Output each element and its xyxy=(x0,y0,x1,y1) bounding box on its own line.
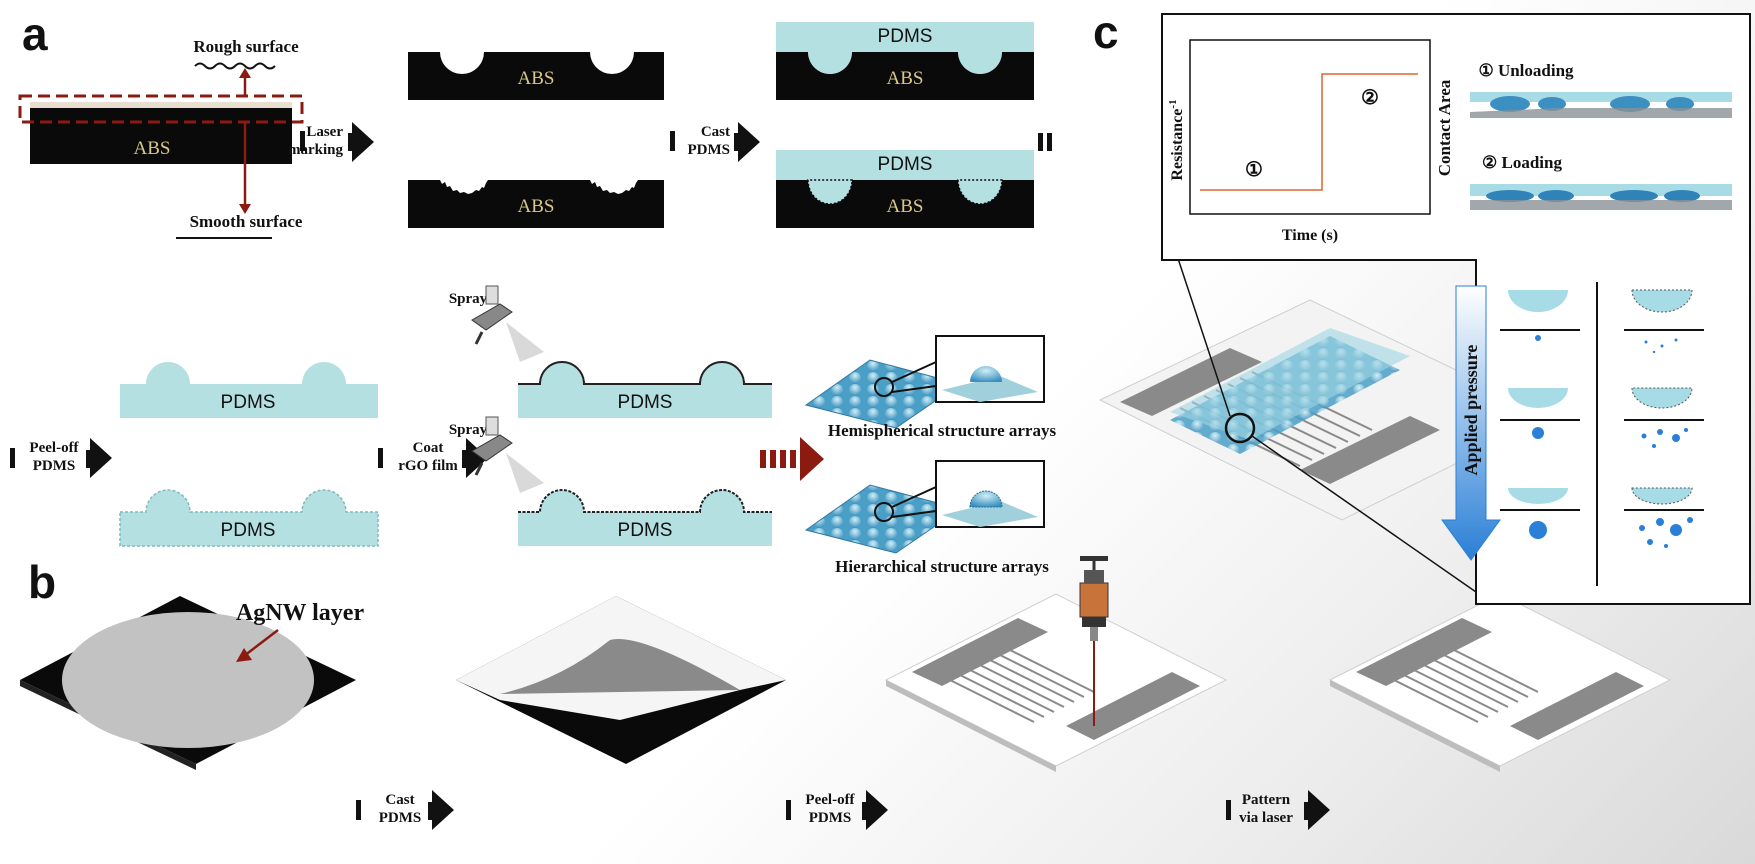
marker-1: ① xyxy=(1245,159,1263,181)
contact-unloading: ① Unloading xyxy=(1470,61,1732,118)
step-arrow-coat-rgo: Coat rGO film xyxy=(378,438,488,478)
marked-region-dashed-box xyxy=(18,94,304,124)
svg-text:PDMS: PDMS xyxy=(688,142,731,158)
svg-text:PDMS: PDMS xyxy=(379,810,422,826)
pdms-hemispheres-smooth: PDMS xyxy=(120,362,378,418)
svg-text:Peel-off: Peel-off xyxy=(29,440,79,456)
svg-text:ABS: ABS xyxy=(518,196,555,217)
applied-pressure-arrow: Applied pressure xyxy=(1441,285,1501,561)
svg-text:Cast: Cast xyxy=(385,792,414,808)
step-arrow-b-peel-off: Peel-off PDMS xyxy=(786,790,888,830)
abs-label: ABS xyxy=(134,138,171,159)
step-arrow-laser-marking: Laser marking xyxy=(288,122,374,162)
svg-text:Coat: Coat xyxy=(413,440,444,456)
rough-line-icon xyxy=(194,62,276,70)
step-arrow-cast-pdms: Cast PDMS xyxy=(670,122,760,162)
resistance-step-line xyxy=(1200,73,1418,191)
sensor-device-illustration xyxy=(1098,299,1554,521)
svg-text:PDMS: PDMS xyxy=(878,26,933,47)
pdms-cast-rough: PDMS ABS xyxy=(776,150,1034,228)
step-arrow-b-pattern-laser: Pattern via laser xyxy=(1226,790,1330,830)
svg-text:ABS: ABS xyxy=(887,68,924,89)
smooth-surface-label: Smooth surface xyxy=(190,212,303,231)
hemispherical-label: Hemispherical structure arrays xyxy=(828,421,1057,440)
electrode-laser-patterning xyxy=(884,556,1228,772)
abs-mold-rough: ABS xyxy=(408,180,664,228)
laser-label-1: Laser xyxy=(306,124,343,140)
svg-text:PDMS: PDMS xyxy=(221,520,276,541)
svg-text:PDMS: PDMS xyxy=(221,392,276,413)
smooth-contact-column xyxy=(1500,290,1580,539)
svg-text:Spray: Spray xyxy=(449,422,488,438)
pdms-rgo-coated-rough: PDMS xyxy=(518,489,772,546)
hierarchical-array: Hierarchical structure arrays xyxy=(804,460,1049,576)
rough-surface-label: Rough surface xyxy=(193,37,299,56)
red-arrow xyxy=(760,437,824,481)
agnw-layer-label: AgNW layer xyxy=(236,600,365,626)
pdms-rgo-coated-smooth: PDMS xyxy=(518,361,772,418)
svg-text:PDMS: PDMS xyxy=(33,458,76,474)
abs-substrate-initial: ABS xyxy=(18,94,304,164)
pdms-peeling-substrate xyxy=(456,596,786,764)
svg-text:② Loading: ② Loading xyxy=(1482,153,1562,172)
contact-area-label: Contact Area xyxy=(1435,79,1454,176)
panel-label-c: c xyxy=(1093,6,1119,58)
svg-text:Pattern: Pattern xyxy=(1242,792,1291,808)
hemispherical-array: Hemispherical structure arrays xyxy=(804,335,1057,440)
svg-text:rGO film: rGO film xyxy=(398,458,458,474)
continuation-marker xyxy=(1038,133,1043,151)
marker-2: ② xyxy=(1361,87,1379,109)
svg-text:PDMS: PDMS xyxy=(618,520,673,541)
resistance-time-chart: ① ② Resistance-1 Time (s) xyxy=(1167,39,1431,244)
chart-plot-area xyxy=(1189,39,1431,215)
svg-text:Cast: Cast xyxy=(701,124,730,140)
pdms-hemispheres-rough: PDMS xyxy=(119,489,379,547)
svg-text:ABS: ABS xyxy=(887,196,924,217)
abs-mold-smooth: ABS xyxy=(408,52,664,100)
laser-head-icon xyxy=(1079,582,1109,618)
smooth-surface-callout: Smooth surface xyxy=(176,122,303,239)
laser-label-2: marking xyxy=(288,142,344,158)
spray-gun-icon-top: Spray xyxy=(449,285,544,362)
y-axis-label: Resistance-1 xyxy=(1167,99,1186,180)
svg-text:ABS: ABS xyxy=(518,68,555,89)
svg-text:via laser: via laser xyxy=(1239,810,1293,826)
rough-contact-column xyxy=(1624,289,1704,548)
hierarchical-label: Hierarchical structure arrays xyxy=(835,557,1049,576)
panel-label-a: a xyxy=(22,8,48,60)
svg-text:Peel-off: Peel-off xyxy=(805,792,855,808)
step-arrow-b-cast-pdms: Cast PDMS xyxy=(356,790,454,830)
svg-text:Spray: Spray xyxy=(449,291,488,307)
rough-surface-callout: Rough surface xyxy=(193,37,299,96)
svg-text:PDMS: PDMS xyxy=(809,810,852,826)
spray-gun-icon-bottom: Spray xyxy=(449,416,544,493)
pdms-cast-smooth: PDMS ABS xyxy=(776,22,1034,100)
svg-text:① Unloading: ① Unloading xyxy=(1478,61,1574,80)
x-axis-label: Time (s) xyxy=(1282,227,1338,244)
zoom-circle xyxy=(1224,412,1256,444)
panel-label-b: b xyxy=(28,556,56,608)
svg-text:PDMS: PDMS xyxy=(878,154,933,175)
step-arrow-peel-off: Peel-off PDMS xyxy=(10,438,112,478)
contact-loading: ② Loading xyxy=(1470,153,1732,210)
patterned-electrode xyxy=(1328,593,1672,772)
applied-pressure-label: Applied pressure xyxy=(1461,345,1481,476)
agnw-substrate: AgNW layer xyxy=(20,596,364,770)
svg-text:PDMS: PDMS xyxy=(618,392,673,413)
